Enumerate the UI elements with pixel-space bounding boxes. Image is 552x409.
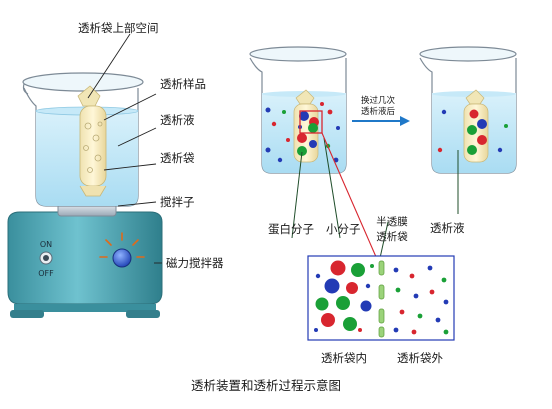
small-molecule (315, 273, 321, 279)
small-molecule (427, 265, 433, 271)
small-molecule (393, 327, 399, 333)
protein-molecule (469, 109, 479, 119)
label-semi-membrane-line2: 透析袋 (376, 230, 408, 243)
small-molecule (320, 102, 324, 106)
label-dialysate-right: 透析液 (430, 221, 465, 235)
protein-molecule (297, 133, 307, 143)
small-molecule (443, 329, 449, 335)
label-sample: 透析样品 (160, 77, 206, 91)
protein-molecule (321, 313, 335, 327)
protein-molecule (308, 123, 318, 133)
small-molecule (497, 147, 503, 153)
zoom-box (299, 110, 323, 134)
label-inside-bag: 透析袋内 (321, 351, 367, 365)
small-molecule (365, 283, 371, 289)
protein-molecule (477, 135, 487, 145)
magnetic-stirrer (7, 211, 163, 318)
small-molecule (409, 273, 415, 279)
small-molecule (413, 293, 419, 299)
label-change-line1: 换过几次 (361, 95, 396, 106)
small-molecule (327, 109, 333, 115)
left-dialysis-bag (77, 85, 107, 197)
zoom-connector (321, 132, 381, 267)
small-molecule (395, 287, 401, 293)
connector-lines (291, 137, 459, 259)
small-molecule (265, 147, 271, 153)
small-molecule (277, 157, 283, 163)
protein-molecule (351, 263, 365, 277)
small-molecule (435, 317, 441, 323)
small-molecule (370, 264, 374, 268)
left-leader-lines (87, 33, 162, 264)
small-molecule (417, 313, 423, 319)
small-molecule (393, 267, 399, 273)
speed-knob (99, 232, 145, 268)
protein-molecule (343, 317, 357, 331)
switch-on-label: ON (40, 240, 52, 249)
power-switch: ON OFF (38, 240, 54, 278)
left-apparatus: ON OFF (7, 21, 224, 318)
protein-molecule (309, 140, 317, 148)
small-molecule (441, 109, 447, 115)
label-semi-membrane-line1: 半透膜 (376, 215, 408, 228)
protein-molecule (467, 125, 477, 135)
label-protein: 蛋白分子 (268, 222, 314, 236)
protein-molecule (360, 300, 372, 312)
label-magnetic-stirrer: 磁力搅拌器 (166, 256, 224, 270)
label-dialysate-left: 透析液 (160, 113, 195, 127)
protein-molecule (330, 260, 346, 276)
small-molecule (504, 124, 508, 128)
protein-molecule (315, 297, 329, 311)
small-molecule (429, 289, 435, 295)
small-molecule (336, 126, 340, 130)
protein-molecule (336, 296, 350, 310)
switch-off-label: OFF (38, 269, 54, 278)
small-molecule (437, 147, 443, 153)
small-molecule (441, 277, 447, 283)
semipermeable-membrane (378, 260, 385, 338)
process-arrow: 换过几次 透析液后 (352, 95, 410, 126)
small-molecule (443, 299, 449, 305)
zoom-panel (307, 255, 455, 341)
label-bag-top-space: 透析袋上部空间 (78, 21, 159, 35)
protein-molecule (477, 119, 487, 129)
sample-particles (83, 121, 103, 173)
protein-molecule (324, 278, 340, 294)
beaker-after (419, 46, 517, 174)
small-molecule (314, 328, 318, 332)
label-change-line2: 透析液后 (361, 106, 396, 117)
protein-molecule (346, 282, 358, 294)
protein-molecule (467, 145, 477, 155)
small-molecule (265, 107, 271, 113)
small-molecule (271, 121, 277, 127)
label-stir-bar: 搅拌子 (160, 195, 195, 209)
small-molecule (411, 329, 417, 335)
small-molecule (399, 309, 405, 315)
protein-molecule (297, 146, 307, 156)
figure-caption: 透析装置和透析过程示意图 (191, 378, 341, 393)
protein-molecule (299, 111, 309, 121)
label-small-molecule: 小分子 (326, 222, 361, 236)
label-outside-bag: 透析袋外 (397, 351, 443, 365)
small-molecule (286, 138, 290, 142)
small-molecule (358, 328, 362, 332)
label-bag: 透析袋 (160, 151, 195, 165)
beaker-before (249, 46, 347, 174)
small-molecule (282, 110, 286, 114)
